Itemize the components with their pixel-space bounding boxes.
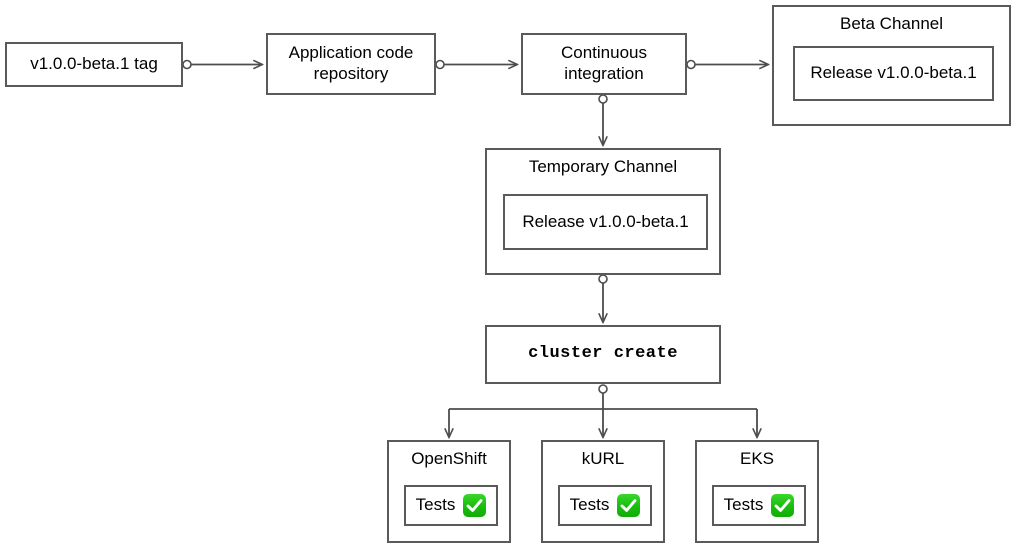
- openshift-title: OpenShift: [411, 449, 487, 468]
- node-cluster-create[interactable]: cluster create: [485, 325, 721, 384]
- green-check-icon: [463, 494, 487, 517]
- beta-channel-title: Beta Channel: [839, 14, 944, 33]
- openshift-tests-row: Tests: [416, 494, 487, 517]
- node-application-code-repository[interactable]: Application code repository: [266, 33, 436, 95]
- temporary-channel-title: Temporary Channel: [528, 157, 678, 176]
- node-temporary-channel[interactable]: Temporary Channel Release v1.0.0-beta.1: [485, 148, 721, 275]
- node-continuous-integration[interactable]: Continuous integration: [521, 33, 687, 95]
- eks-title: EKS: [739, 449, 775, 468]
- kurl-tests-box[interactable]: Tests: [558, 485, 652, 526]
- eks-tests-box[interactable]: Tests: [712, 485, 806, 526]
- node-continuous-integration-label: Continuous integration: [560, 43, 647, 83]
- node-tag-label: v1.0.0-beta.1 tag: [30, 54, 158, 74]
- eks-tests-label: Tests: [723, 495, 764, 515]
- node-tag[interactable]: v1.0.0-beta.1 tag: [5, 42, 183, 87]
- kurl-tests-label: Tests: [569, 495, 610, 515]
- kurl-title: kURL: [581, 449, 625, 468]
- node-kurl[interactable]: kURL Tests: [541, 440, 665, 543]
- green-check-icon: [771, 494, 795, 517]
- green-check-icon: [617, 494, 641, 517]
- eks-tests-row: Tests: [724, 494, 795, 517]
- openshift-tests-label: Tests: [415, 495, 456, 515]
- beta-channel-release-label: Release v1.0.0-beta.1: [810, 63, 977, 83]
- openshift-tests-box[interactable]: Tests: [404, 485, 498, 526]
- node-openshift[interactable]: OpenShift Tests: [387, 440, 511, 543]
- temporary-channel-release-label: Release v1.0.0-beta.1: [522, 211, 689, 231]
- node-eks[interactable]: EKS Tests: [695, 440, 819, 543]
- node-application-code-repository-label: Application code repository: [288, 43, 414, 83]
- kurl-tests-row: Tests: [570, 494, 641, 517]
- node-cluster-create-label: cluster create: [528, 344, 678, 364]
- node-beta-channel[interactable]: Beta Channel Release v1.0.0-beta.1: [772, 5, 1011, 126]
- temporary-channel-release-box[interactable]: Release v1.0.0-beta.1: [503, 194, 708, 250]
- beta-channel-release-box[interactable]: Release v1.0.0-beta.1: [793, 46, 994, 101]
